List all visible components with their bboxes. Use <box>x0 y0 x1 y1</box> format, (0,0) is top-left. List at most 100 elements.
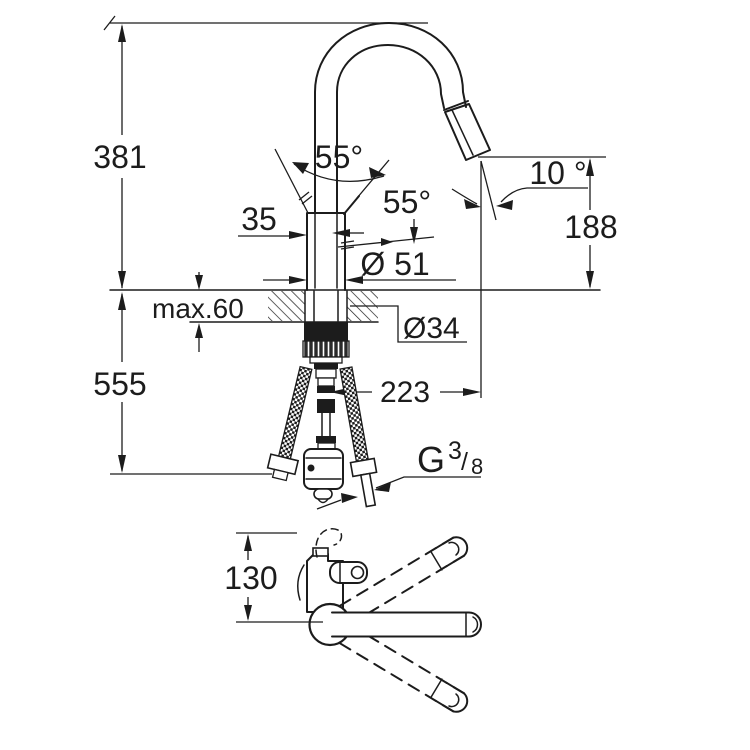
arm-collar <box>429 550 443 571</box>
lever-handle <box>343 195 360 215</box>
spray-head-joint <box>443 100 469 111</box>
dim-555-label: 555 <box>93 366 146 402</box>
angle-55-front: 55° <box>274 139 386 214</box>
arrow-down-icon <box>586 271 594 289</box>
spout-arm-capsule <box>331 611 482 638</box>
aerator-arc <box>472 616 479 633</box>
plan-view: 130 <box>224 528 482 713</box>
pullout-hose <box>303 368 344 504</box>
arrow-down-icon <box>195 275 203 290</box>
spray-head <box>444 103 491 161</box>
arrow-right-icon <box>369 167 386 178</box>
dim-223: 223 <box>330 376 481 409</box>
arrow-up-icon <box>586 158 594 176</box>
dim-max60-label: max.60 <box>152 293 244 324</box>
thread-label-den: 8 <box>471 454 483 479</box>
dim-d51-label: Ø 51 <box>360 246 429 282</box>
hose-connector-tube <box>359 472 377 508</box>
plan-spout-arm <box>331 611 482 638</box>
arrow-right-icon <box>381 238 393 246</box>
weight-detail-dot <box>307 464 315 472</box>
dim-d51: Ø 51 <box>263 246 456 284</box>
arm-end-cap <box>452 536 469 557</box>
d34-leader <box>350 305 467 343</box>
top-line-tick <box>103 15 116 31</box>
dim-130: 130 <box>224 532 323 623</box>
angle-10-label: 10 ° <box>529 155 586 191</box>
dim-381: 381 <box>93 15 428 289</box>
supply-hose-right <box>339 366 378 508</box>
mounting-nut <box>304 322 348 341</box>
arrow-left-icon <box>496 200 513 210</box>
arrow-down-icon <box>118 455 126 473</box>
faucet-base-body <box>306 212 346 291</box>
lever-swing-dashed-arc <box>315 528 343 558</box>
arrow-right-icon <box>289 276 307 284</box>
outlet-tilted-line <box>480 160 497 221</box>
thread-label-num: 3 <box>448 437 462 465</box>
angle-ray <box>274 148 309 214</box>
angle-55-front-label: 55° <box>315 139 363 175</box>
thread-label-g: G <box>417 439 445 480</box>
arrow-up-icon <box>195 323 203 338</box>
weight-collar <box>316 436 336 443</box>
deck-hatch-left <box>268 291 305 321</box>
spray-head-detail <box>451 109 474 156</box>
dim-max60: max.60 <box>152 272 244 352</box>
arrow-down-icon <box>410 227 418 244</box>
dim-381-label: 381 <box>93 139 146 175</box>
under-counter-assembly <box>266 322 378 508</box>
dim-35: 35 <box>238 201 364 239</box>
housing-top-detail <box>312 547 329 557</box>
dim-35-label: 35 <box>241 201 277 237</box>
thread-callout: G 3 / 8 <box>316 437 483 510</box>
arm-end-cap <box>452 692 469 713</box>
arrow-left-icon <box>345 276 363 284</box>
arrow-up-icon <box>118 292 126 310</box>
dim-188: 188 <box>478 156 618 289</box>
dim-188-label: 188 <box>564 209 617 245</box>
hose-nut-right <box>349 457 378 478</box>
spout-inner-edge <box>336 44 445 214</box>
housing-left-arc <box>297 564 305 601</box>
washer-dark <box>314 363 338 369</box>
dim-555: 555 <box>93 292 272 475</box>
arrow-left-icon <box>292 162 309 174</box>
break-mark <box>340 246 355 250</box>
dim-d34: Ø34 <box>350 305 467 345</box>
thread-label-slash: / <box>461 448 468 476</box>
thread-leader <box>375 476 481 489</box>
arrow-down-icon <box>118 271 126 289</box>
arrow-down-icon <box>244 605 252 621</box>
swivel-arm-lower-dashed <box>339 624 469 713</box>
arrow-left-icon <box>374 482 391 492</box>
ribbed-collar <box>302 340 350 358</box>
arrow-right-icon <box>341 493 358 503</box>
dim-d34-label: Ø34 <box>403 312 460 345</box>
angle-10: 10 ° <box>451 155 588 398</box>
plan-handle-housing <box>297 528 368 613</box>
lever-end-detail <box>350 565 365 580</box>
angle-55-side-label: 55° <box>383 184 431 220</box>
arm-collar <box>429 678 443 699</box>
thread-leader-2 <box>316 499 342 510</box>
break-mark <box>301 195 313 205</box>
arrow-right-icon <box>463 388 481 396</box>
dim-130-label: 130 <box>224 560 277 596</box>
arrow-left-icon <box>332 229 350 237</box>
break-mark <box>340 240 355 244</box>
supply-hose-left <box>266 365 313 482</box>
angle-55-side: 55° <box>337 184 435 250</box>
arrow-right-icon <box>464 199 481 209</box>
hose-coupling <box>317 399 335 413</box>
leader-line <box>500 187 588 203</box>
angle-arc-left <box>451 188 478 205</box>
arrow-right-icon <box>289 231 307 239</box>
arrow-up-icon <box>118 24 126 42</box>
arrow-up-icon <box>244 534 252 551</box>
main-elevation-view: 381 555 max.60 <box>93 15 618 510</box>
break-mark <box>298 191 310 201</box>
washer <box>309 356 343 364</box>
